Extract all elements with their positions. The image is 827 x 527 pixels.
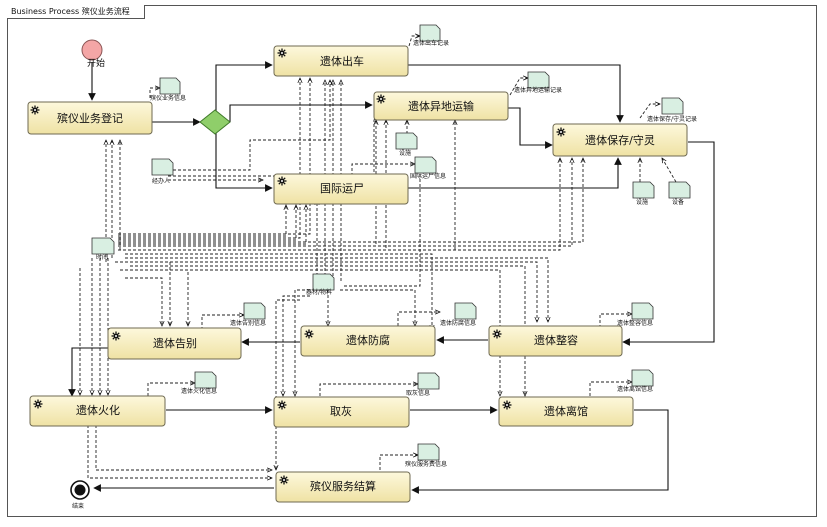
svg-text:遗体火化: 遗体火化 — [76, 403, 120, 417]
object-embalm-info[interactable]: 遗体防腐信息 — [440, 302, 477, 327]
object-facility-2[interactable]: 设施 — [632, 181, 655, 206]
diagram-frame — [7, 5, 817, 517]
object-remote-record[interactable]: 遗体异地运输记录 — [514, 71, 562, 94]
end-label: 结束 — [72, 502, 84, 510]
svg-text:遗体火化信息: 遗体火化信息 — [181, 387, 217, 395]
activity-embalm[interactable]: 遗体防腐 — [300, 325, 436, 357]
end-node: 结束 — [70, 480, 90, 510]
activity-cremation[interactable]: 遗体火化 — [29, 395, 166, 427]
object-makeup-info[interactable]: 遗体整容信息 — [617, 302, 654, 327]
svg-text:遗体防腐: 遗体防腐 — [346, 333, 390, 347]
svg-text:遗体保存/守灵: 遗体保存/守灵 — [585, 133, 655, 147]
svg-text:殡仪业务登记: 殡仪业务登记 — [57, 111, 123, 125]
svg-text:取灰: 取灰 — [330, 404, 352, 418]
object-fee-info[interactable]: 殡仪服务费信息 — [405, 443, 447, 468]
start-node: 开始 — [81, 39, 105, 69]
svg-text:遗体异地运输: 遗体异地运输 — [408, 99, 474, 113]
svg-text:遗体整容: 遗体整容 — [534, 333, 578, 347]
svg-text:遗体防腐信息: 遗体防腐信息 — [440, 319, 476, 327]
object-funeral-info[interactable]: 殡仪业务信息 — [150, 77, 186, 102]
activity-icon — [29, 104, 41, 116]
activity-registration[interactable]: 殡仪业务登记 — [27, 101, 153, 135]
control-flows — [68, 61, 715, 494]
object-out-record[interactable]: 遗体出车记录 — [413, 24, 449, 47]
decision-node — [199, 109, 231, 135]
object-preserve-record[interactable]: 遗体保存/守灵记录 — [647, 97, 697, 123]
svg-text:殡仪服务费信息: 殡仪服务费信息 — [405, 460, 447, 468]
object-cremation-info[interactable]: 遗体火化信息 — [181, 371, 217, 395]
activity-transport-out[interactable]: 遗体出车 — [273, 45, 409, 77]
object-intl-info[interactable]: 国际运尸信息 — [410, 156, 446, 180]
svg-text:国际运尸信息: 国际运尸信息 — [410, 172, 446, 180]
object-leave-info[interactable]: 遗体离馆信息 — [617, 369, 654, 393]
activity-intl-transport[interactable]: 国际运尸 — [273, 173, 409, 205]
activity-makeup[interactable]: 遗体整容 — [488, 325, 623, 357]
svg-text:遗体离馆: 遗体离馆 — [544, 404, 588, 418]
svg-text:设施: 设施 — [636, 198, 648, 206]
svg-text:遗体异地运输记录: 遗体异地运输记录 — [514, 86, 562, 94]
svg-text:殡仪服务结算: 殡仪服务结算 — [310, 479, 376, 493]
object-handler[interactable]: 经办人 — [151, 158, 174, 185]
svg-text:遗体出车记录: 遗体出车记录 — [413, 39, 449, 47]
start-label: 开始 — [87, 57, 105, 69]
activity-leave[interactable]: 遗体离馆 — [498, 396, 634, 427]
diagram-title: Business Process 殡仪业务流程 — [7, 5, 145, 19]
activity-farewell[interactable]: 遗体告别 — [107, 327, 242, 360]
object-nodes: 殡仪业务信息 遗体出车记录 遗体异地运输记录 遗体保存/守灵记录 设施 国际运尸… — [91, 24, 697, 468]
object-time[interactable]: 时间 — [91, 237, 115, 261]
svg-text:器材/物料: 器材/物料 — [306, 288, 332, 296]
svg-text:设施: 设施 — [399, 149, 411, 157]
svg-text:遗体出车: 遗体出车 — [320, 54, 364, 68]
activity-settlement[interactable]: 殡仪服务结算 — [275, 471, 411, 503]
activity-preserve[interactable]: 遗体保存/守灵 — [552, 123, 688, 157]
svg-text:遗体告别信息: 遗体告别信息 — [230, 319, 266, 327]
object-supplies[interactable]: 器材/物料 — [306, 273, 335, 296]
object-equipment[interactable]: 设备 — [668, 181, 691, 206]
svg-text:时间: 时间 — [96, 253, 108, 261]
svg-text:遗体离馆信息: 遗体离馆信息 — [617, 385, 653, 393]
object-farewell-info[interactable]: 遗体告别信息 — [230, 302, 266, 327]
svg-text:国际运尸: 国际运尸 — [320, 182, 364, 195]
svg-text:遗体整容信息: 遗体整容信息 — [617, 319, 653, 327]
activity-transport-remote[interactable]: 遗体异地运输 — [373, 91, 509, 121]
object-facility-1[interactable]: 设施 — [395, 132, 418, 157]
svg-text:遗体保存/守灵记录: 遗体保存/守灵记录 — [647, 115, 697, 123]
svg-text:取灰信息: 取灰信息 — [406, 389, 430, 397]
object-ash-info[interactable]: 取灰信息 — [406, 372, 440, 397]
svg-text:设备: 设备 — [672, 198, 684, 206]
svg-text:经办人: 经办人 — [152, 177, 170, 185]
svg-text:遗体告别: 遗体告别 — [153, 336, 197, 350]
svg-text:殡仪业务信息: 殡仪业务信息 — [150, 94, 186, 102]
activity-ash-pickup[interactable]: 取灰 — [273, 396, 410, 428]
